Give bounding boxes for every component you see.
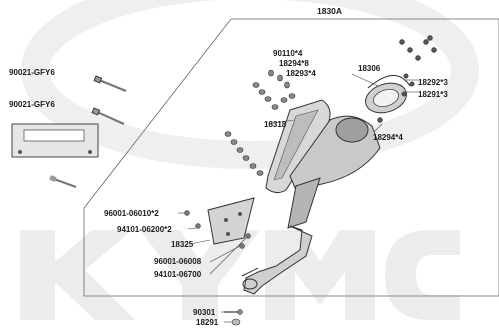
short-bolt — [49, 175, 77, 189]
part-label-18294-lower: 18294*4 — [373, 133, 403, 142]
part-label-18293: 18293*4 — [286, 69, 316, 78]
part-label-90021-lower: 90021-GFY6 — [9, 100, 55, 109]
heat-shield-plate — [11, 123, 99, 158]
washer-group-upper — [252, 69, 296, 110]
part-label-18291-lower: 18291 — [196, 318, 219, 327]
long-bolt-lower — [91, 107, 125, 126]
part-label-94101-06200: 94101-06200*2 — [117, 225, 172, 234]
washer-group-lower — [224, 131, 264, 176]
gasket-18291 — [231, 318, 241, 326]
bolt-96001-06008 — [239, 233, 251, 249]
end-cap-18306 — [365, 75, 411, 114]
part-label-18291-upper: 18291*3 — [418, 90, 448, 99]
bracket-18325 — [207, 197, 255, 245]
exhaust-pipe — [241, 225, 313, 295]
kymco-watermark — [20, 0, 479, 320]
gasket-90301 — [224, 309, 243, 315]
cap-hardware — [377, 35, 437, 123]
part-label-90301: 90301 — [193, 308, 216, 317]
part-label-94101-06700: 94101-06700 — [154, 270, 202, 279]
assembly-boundary — [83, 18, 499, 297]
part-label-18306: 18306 — [358, 64, 381, 73]
heat-guard-18318 — [265, 99, 331, 194]
part-label-18325: 18325 — [171, 240, 194, 249]
part-label-18294-upper: 18294*8 — [279, 59, 309, 68]
part-label-18318: 18318 — [264, 120, 287, 129]
part-label-90110: 90110*4 — [273, 49, 303, 58]
part-label-96001-06010: 96001-06010*2 — [104, 209, 159, 218]
bolt-96001-06010 — [184, 210, 201, 229]
part-label-90021-upper: 90021-GFY6 — [9, 68, 55, 77]
assembly-label: 1830A — [317, 6, 343, 16]
long-bolt-upper — [93, 75, 127, 93]
part-label-96001-06008: 96001-06008 — [154, 257, 202, 266]
leader-lines — [178, 73, 418, 323]
muffler-body — [287, 115, 381, 229]
part-label-18292: 18292*3 — [418, 78, 448, 87]
